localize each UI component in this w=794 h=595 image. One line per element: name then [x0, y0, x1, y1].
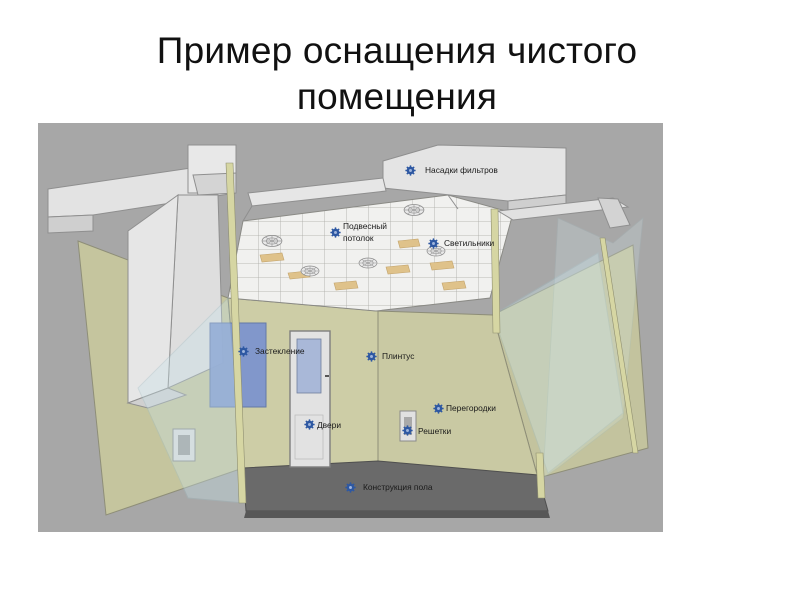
marker-icon [433, 403, 443, 413]
marker-icon [304, 419, 314, 429]
marker-icon [405, 165, 415, 175]
label-text: Плинтус [382, 351, 414, 361]
label-text: Светильники [444, 238, 495, 248]
label-text: Перегородки [446, 403, 496, 413]
title-line-2: помещения [0, 74, 794, 120]
label-text: Двери [317, 420, 341, 430]
marker-icon [238, 346, 248, 356]
title-line-1: Пример оснащения чистого [0, 28, 794, 74]
cleanroom-illustration: Насадки фильтров Подвесный потолок Свети… [38, 123, 663, 532]
marker-icon [345, 482, 355, 492]
label-text-line1: Подвесный [343, 221, 387, 231]
marker-icon [330, 227, 340, 237]
label-text: Насадки фильтров [425, 165, 498, 175]
marker-icon [366, 351, 376, 361]
label-text: Решетки [418, 426, 451, 436]
label-text: Застекление [255, 346, 305, 356]
marker-icon [428, 238, 438, 248]
slide-title: Пример оснащения чистого помещения [0, 28, 794, 120]
label-doors: Двери [304, 419, 341, 430]
label-text: Конструкция пола [363, 482, 433, 492]
floor-edge [244, 511, 550, 518]
marker-icon [402, 425, 412, 435]
label-text-line2: потолок [343, 233, 374, 243]
